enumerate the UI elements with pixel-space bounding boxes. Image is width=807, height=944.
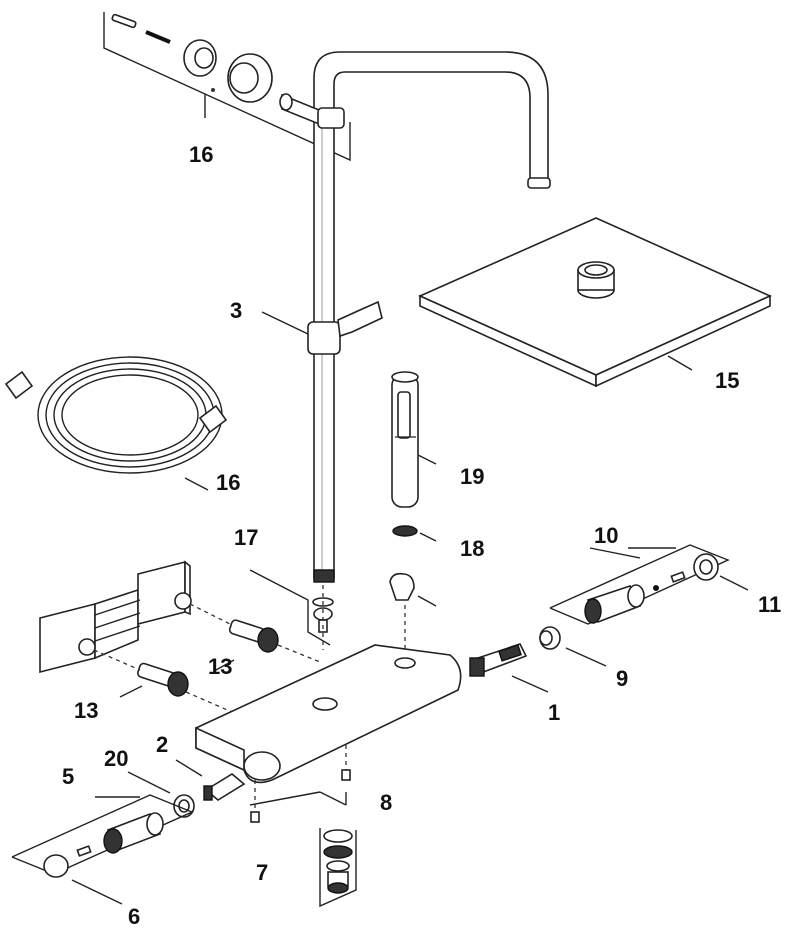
callout-8: 8 (380, 790, 392, 815)
callout-5: 5 (62, 764, 74, 789)
eccentric-connector-upper (215, 619, 279, 671)
callout-16-hose: 16 (216, 470, 240, 495)
eccentric-connector-lower (119, 662, 189, 698)
callout-17: 17 (234, 525, 258, 550)
o-ring-20 (127, 771, 195, 818)
hand-shower (391, 371, 437, 508)
hose-washer (392, 525, 437, 542)
callout-3: 3 (230, 298, 242, 323)
head-shower (418, 217, 772, 388)
callout-16-top: 16 (189, 142, 213, 167)
callout-1: 1 (548, 700, 560, 725)
wall-bracket (183, 39, 217, 77)
callout-6: 6 (128, 904, 140, 929)
shower-holder (389, 572, 437, 660)
wall-mount-kit (103, 12, 351, 162)
shower-riser-rail (279, 51, 551, 583)
screw-anchor (111, 13, 171, 44)
callout-10: 10 (594, 523, 618, 548)
cover-rosette (227, 53, 273, 103)
callout-2: 2 (156, 732, 168, 757)
callout-15: 15 (715, 368, 739, 393)
callout-18: 18 (460, 536, 484, 561)
callout-20: 20 (104, 746, 128, 771)
shower-hose (4, 356, 228, 491)
callout-13-lower: 13 (74, 698, 98, 723)
wall-mounting-block (39, 560, 192, 674)
diverter-seal-stack (249, 791, 357, 908)
thermostat-shelf-body (195, 644, 462, 823)
callout-9: 9 (616, 666, 628, 691)
adapter-ring (539, 626, 607, 667)
thermostatic-cartridge (469, 643, 549, 693)
temperature-handle-set (549, 544, 749, 625)
seal-set (249, 569, 334, 650)
callout-7: 7 (256, 860, 268, 885)
flow-cartridge (175, 759, 246, 801)
flow-handle-set (11, 794, 194, 905)
callout-13-upper: 13 (208, 654, 232, 679)
callout-19: 19 (460, 464, 484, 489)
callout-11: 11 (758, 592, 781, 617)
